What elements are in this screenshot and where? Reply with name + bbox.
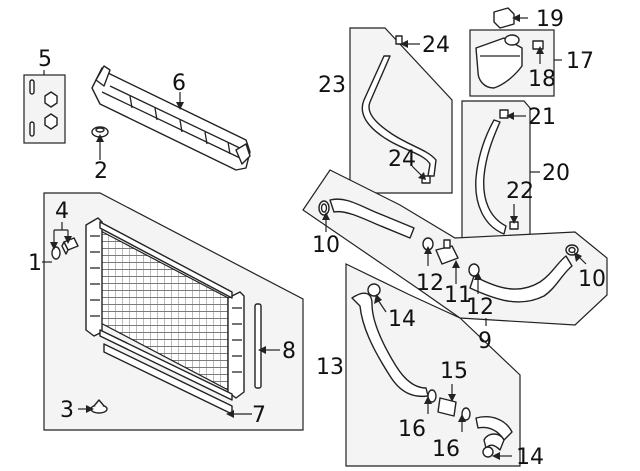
callout-1: 1	[28, 251, 42, 276]
callout-labels: 1 2 3 4 5 6 7 8 9 10 10 11 12 12 13 14 1…	[28, 7, 606, 470]
callout-24b: 24	[388, 147, 416, 172]
reservoir-cap-19	[493, 7, 515, 29]
callout-23: 23	[318, 73, 346, 98]
callout-11: 11	[444, 283, 472, 308]
callout-7: 7	[252, 403, 266, 428]
radiator-assembly	[85, 217, 245, 401]
upper-hose	[329, 198, 573, 303]
leader-lines	[42, 14, 587, 460]
reservoir-sensor-18	[532, 40, 544, 50]
callout-22: 22	[506, 179, 534, 204]
callout-9: 9	[478, 329, 492, 354]
lower-hose-union-15	[437, 397, 457, 417]
callout-13: 13	[316, 355, 344, 380]
callout-16a: 16	[398, 417, 426, 442]
push-pin-part	[90, 399, 108, 414]
callout-10a: 10	[312, 233, 340, 258]
hose-clamp-12b	[468, 263, 480, 277]
lower-hose-short-section	[475, 416, 513, 458]
callout-21: 21	[528, 105, 556, 130]
callout-17: 17	[566, 49, 594, 74]
callout-2: 2	[94, 159, 108, 184]
callout-4: 4	[55, 199, 69, 224]
callout-15: 15	[440, 359, 468, 384]
hose-clamp-10a	[318, 200, 330, 216]
callout-14b: 14	[516, 445, 544, 470]
reservoir-hose-group-outline	[461, 100, 531, 245]
callout-14a: 14	[388, 307, 416, 332]
callout-16b: 16	[432, 437, 460, 462]
callout-18: 18	[528, 67, 556, 92]
coolant-reservoir	[475, 34, 523, 89]
callout-19: 19	[536, 7, 564, 32]
overflow-hose	[361, 35, 437, 184]
callout-8: 8	[282, 339, 296, 364]
hose-union-11	[435, 239, 459, 265]
callout-12a: 12	[416, 271, 444, 296]
callout-20: 20	[542, 161, 570, 186]
lower-hose-group-outline	[345, 263, 521, 467]
callout-10b: 10	[578, 267, 606, 292]
callout-6: 6	[172, 71, 186, 96]
air-guide-deflector	[91, 65, 251, 171]
callout-5: 5	[38, 47, 52, 72]
reservoir-hose	[475, 109, 519, 235]
callout-24a: 24	[422, 33, 450, 58]
bracket-kit-parts	[29, 79, 58, 137]
callout-3: 3	[60, 398, 74, 423]
lower-hose	[351, 283, 429, 398]
side-seal-part	[254, 303, 262, 389]
callout-12b: 12	[466, 295, 494, 320]
